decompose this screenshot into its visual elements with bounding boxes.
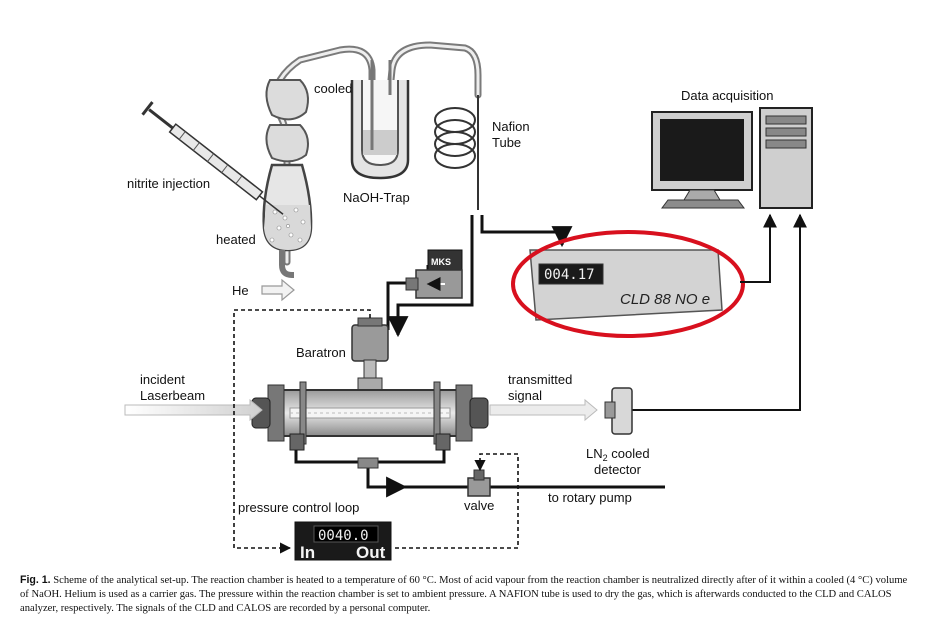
cooled-condenser (265, 79, 309, 163)
label-cooled: cooled (314, 81, 352, 96)
label-heated: heated (216, 232, 256, 247)
label-transmitted-2: signal (508, 388, 542, 403)
cld-label: CLD 88 NO e (620, 291, 710, 308)
label-ln2-b: cooled (608, 446, 650, 461)
naoh-trap (350, 60, 410, 180)
cld-display: 004.17 (544, 267, 595, 283)
mks-label: MKS (431, 257, 451, 267)
figure-caption: Fig. 1. Scheme of the analytical set-up.… (20, 573, 910, 616)
setup-diagram: MKS 004.17 CLD 88 NO e (124, 41, 813, 562)
label-nafion-2: Tube (492, 135, 521, 150)
signal-lines (630, 213, 807, 411)
label-rotary-pump: to rotary pump (548, 490, 632, 505)
syringe (141, 101, 284, 215)
highlight-ellipse (511, 230, 745, 338)
reaction-vessel (262, 163, 313, 278)
laser-beam (124, 398, 598, 422)
label-ln2-cooled: LN2 cooled (586, 446, 650, 463)
label-naoh-trap: NaOH-Trap (343, 190, 410, 205)
controller-out: Out (356, 543, 386, 562)
pressure-controller: 0040.0 In Out (294, 521, 392, 562)
label-incident-1: incident (140, 372, 185, 387)
label-incident-2: Laserbeam (140, 388, 205, 403)
label-ln2-a: LN (586, 446, 603, 461)
baratron (351, 317, 389, 391)
nafion-tube (434, 95, 479, 210)
caption-label: Fig. 1. (20, 574, 51, 586)
pressure-control-loop (233, 309, 519, 554)
label-transmitted-1: transmitted (508, 372, 572, 387)
controller-display: 0040.0 (318, 528, 369, 544)
computer (651, 107, 813, 209)
label-nafion-1: Nafion (492, 119, 530, 134)
t-junction (357, 457, 379, 469)
caption-text: Scheme of the analytical set-up. The rea… (20, 575, 908, 614)
cld-analyzer: 004.17 CLD 88 NO e (529, 249, 723, 321)
label-baratron: Baratron (296, 345, 346, 360)
helium-inlet (261, 278, 295, 302)
valve (467, 469, 491, 497)
label-detector: detector (594, 462, 642, 477)
label-ln2-sub: 2 (603, 453, 608, 463)
controller-in: In (300, 543, 315, 562)
label-data-acquisition: Data acquisition (681, 88, 774, 103)
reaction-chamber (251, 381, 489, 451)
label-nitrite-injection: nitrite injection (127, 176, 210, 191)
label-valve: valve (464, 498, 494, 513)
mks-flow-controller: MKS (405, 249, 463, 299)
label-he: He (232, 283, 249, 298)
label-pressure-control-loop: pressure control loop (238, 500, 359, 515)
ln2-detector (604, 387, 633, 435)
